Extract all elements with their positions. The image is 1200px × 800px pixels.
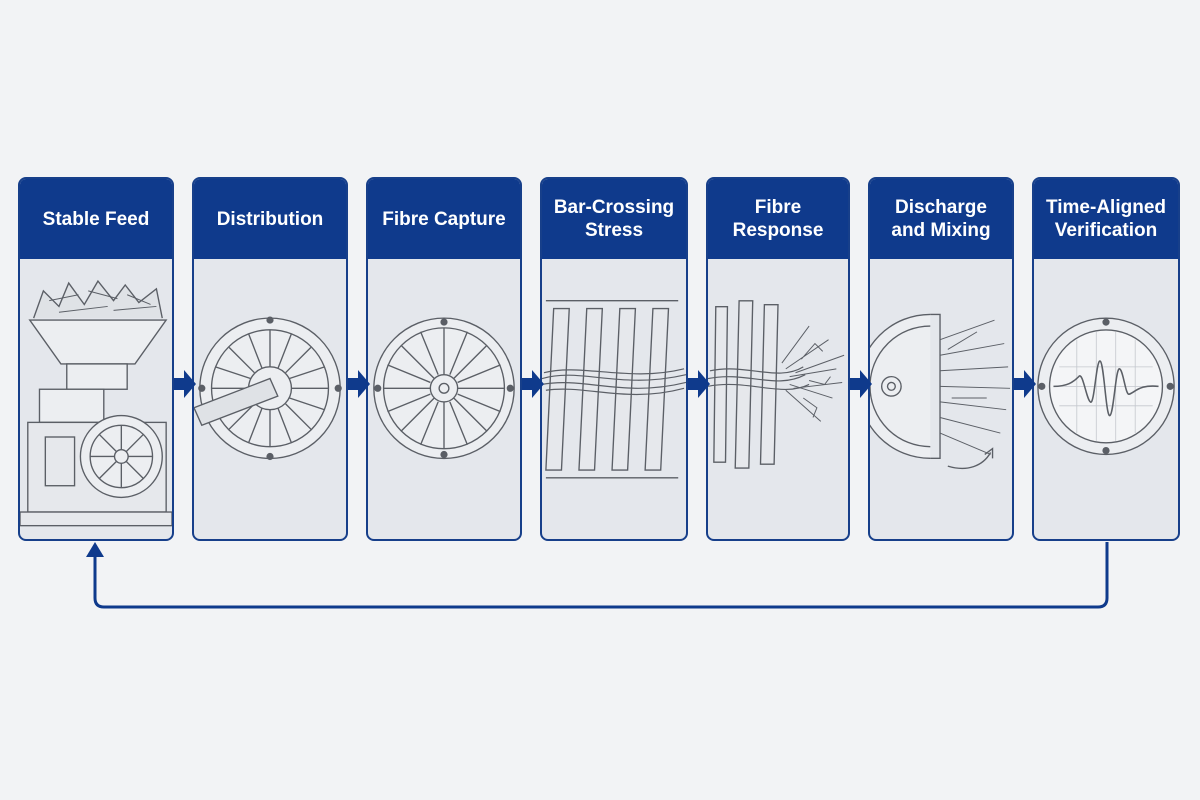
fibrillated-fibres-illustration bbox=[708, 259, 848, 539]
step-title: Discharge and Mixing bbox=[870, 179, 1012, 259]
step-card-discharge-and-mixing: Discharge and Mixing bbox=[868, 177, 1014, 541]
step-title: Distribution bbox=[194, 179, 346, 259]
waveform-monitor-illustration bbox=[1034, 259, 1178, 539]
step-title: Bar-Crossing Stress bbox=[542, 179, 686, 259]
feedback-loop-arrow bbox=[93, 542, 1109, 609]
refiner-plate-illustration bbox=[368, 259, 520, 539]
step-card-time-aligned-verification: Time-Aligned Verification bbox=[1032, 177, 1180, 541]
step-card-fibre-response: Fibre Response bbox=[706, 177, 850, 541]
step-title: Stable Feed bbox=[20, 179, 172, 259]
step-title: Fibre Capture bbox=[368, 179, 520, 259]
step-card-distribution: Distribution bbox=[192, 177, 348, 541]
step-card-stable-feed: Stable Feed bbox=[18, 177, 174, 541]
step-title: Time-Aligned Verification bbox=[1034, 179, 1178, 259]
step-card-bar-crossing-stress: Bar-Crossing Stress bbox=[540, 177, 688, 541]
feedback-loop-arrowhead bbox=[86, 542, 104, 557]
disc-discharge-spray-illustration bbox=[870, 259, 1012, 539]
bars-with-fibres-illustration bbox=[542, 259, 686, 539]
step-card-fibre-capture: Fibre Capture bbox=[366, 177, 522, 541]
refiner-disc-shaft-illustration bbox=[194, 259, 346, 539]
step-title: Fibre Response bbox=[708, 179, 848, 259]
feed-hopper-refiner-illustration bbox=[20, 259, 172, 539]
